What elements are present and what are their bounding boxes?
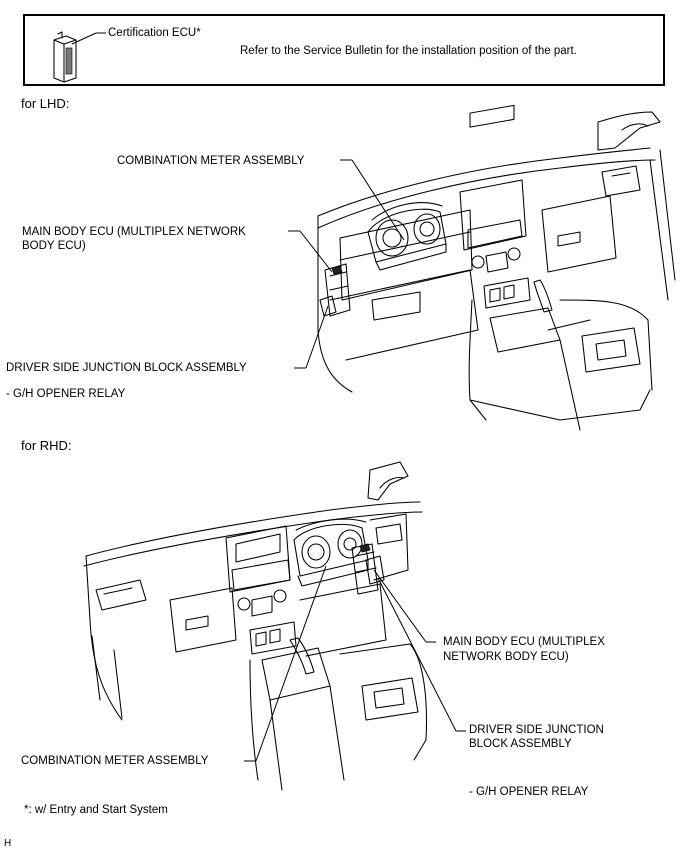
rhd-junction-block-label-2: BLOCK ASSEMBLY xyxy=(469,738,572,750)
certification-ecu-icon xyxy=(53,31,77,83)
rhd-combination-meter-label: COMBINATION METER ASSEMBLY xyxy=(21,755,209,767)
certification-ecu-label: Certification ECU* xyxy=(108,27,201,39)
rhd-relay-label: - G/H OPENER RELAY xyxy=(469,786,589,798)
lhd-main-body-ecu-label-2: BODY ECU) xyxy=(22,240,86,252)
corner-mark: H xyxy=(4,838,12,849)
lhd-junction-block-label: DRIVER SIDE JUNCTION BLOCK ASSEMBLY xyxy=(6,362,247,374)
lhd-main-body-ecu-label-1: MAIN BODY ECU (MULTIPLEX NETWORK xyxy=(22,226,246,238)
rhd-dashboard-drawing xyxy=(83,461,427,791)
rhd-junction-block-label-1: DRIVER SIDE JUNCTION xyxy=(469,724,604,736)
lhd-combination-meter-label: COMBINATION METER ASSEMBLY xyxy=(117,155,305,167)
rhd-main-body-ecu-label-2: NETWORK BODY ECU) xyxy=(443,651,569,663)
legend-box xyxy=(23,14,665,86)
lhd-relay-label: - G/H OPENER RELAY xyxy=(6,388,126,400)
footnote: *: w/ Entry and Start System xyxy=(24,804,168,816)
lhd-heading: for LHD: xyxy=(21,96,70,111)
legend-leader xyxy=(71,32,97,45)
rhd-main-body-ecu-label-1: MAIN BODY ECU (MULTIPLEX xyxy=(443,636,605,648)
rhd-heading: for RHD: xyxy=(21,438,72,453)
lhd-dashboard-drawing xyxy=(317,104,676,431)
legend-note: Refer to the Service Bulletin for the in… xyxy=(240,45,577,57)
